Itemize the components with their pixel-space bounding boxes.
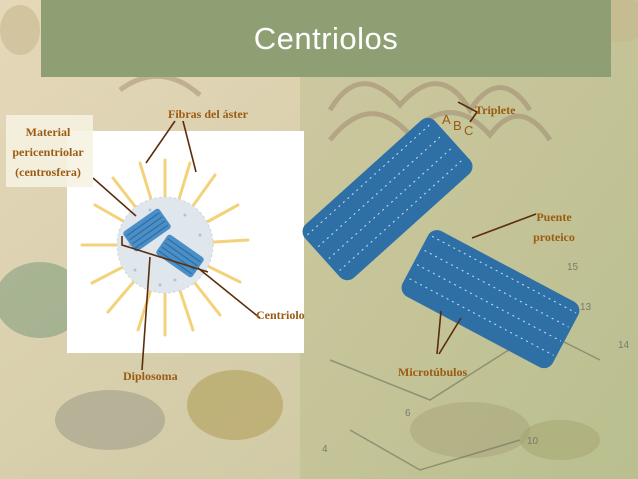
bg-number: 6 bbox=[405, 408, 411, 419]
bg-number: 14 bbox=[618, 340, 630, 351]
label-centriolo: Centriolo bbox=[256, 308, 305, 322]
label-triplet-a: A bbox=[442, 112, 451, 127]
label-puente-line1: Puente bbox=[536, 210, 572, 224]
bg-number: 10 bbox=[527, 436, 539, 447]
label-material-pericentriolar: Material pericentriolar (centrosfera) bbox=[2, 122, 94, 182]
label-fibras-aster: Fibras del áster bbox=[168, 107, 248, 121]
label-triplet-c: C bbox=[464, 123, 474, 138]
material-label-box bbox=[6, 115, 93, 187]
label-puente-line2: proteico bbox=[533, 230, 575, 244]
label-material-line2: pericentriolar bbox=[12, 145, 84, 159]
bg-number: 13 bbox=[580, 302, 592, 313]
label-material-line1: Material bbox=[25, 125, 71, 139]
label-diplosoma: Diplosoma bbox=[123, 369, 178, 383]
label-triplet-b: B bbox=[453, 118, 462, 133]
label-puente-proteico: Puente proteico bbox=[524, 207, 584, 247]
label-triplete: Triplete bbox=[475, 103, 516, 117]
bg-number: 15 bbox=[567, 262, 579, 273]
title-bar: Centriolos bbox=[41, 0, 611, 77]
bg-number: 4 bbox=[322, 444, 328, 455]
slide-title: Centriolos bbox=[253, 20, 399, 56]
label-material-line3: (centrosfera) bbox=[15, 165, 81, 179]
label-microtubulos: Microtúbulos bbox=[398, 365, 468, 379]
